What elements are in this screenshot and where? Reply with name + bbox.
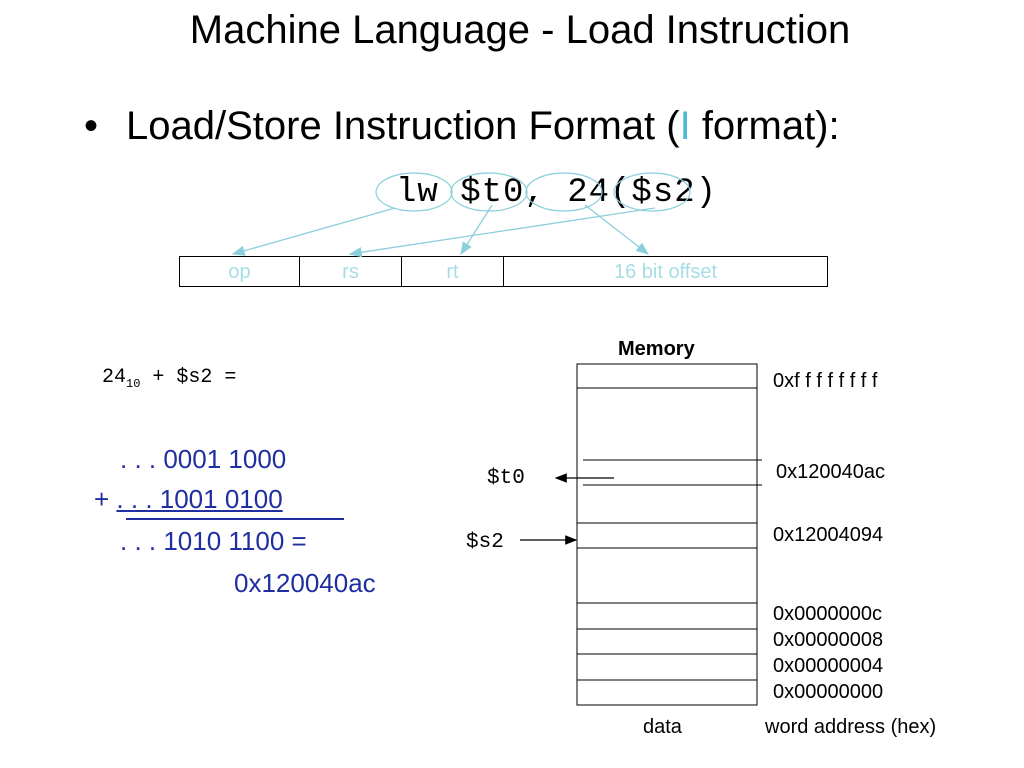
sum-base: 24 [102, 366, 127, 389]
ellipse-24 [525, 172, 603, 212]
ellipse-lw [375, 172, 453, 212]
bullet-text-after: format): [690, 104, 840, 148]
field-rt: rt [402, 257, 504, 286]
bullet-format-letter: I [679, 104, 691, 148]
arrow-s2-to-rs [348, 207, 656, 258]
address-sum-expression: 2410 + $s2 = [102, 366, 236, 391]
address-c: 0x0000000c [773, 603, 882, 625]
register-s2-label: $s2 [466, 531, 504, 554]
caption-data: data [643, 716, 682, 738]
ellipse-t0 [450, 172, 528, 212]
bullet-load-store-format: • Load/Store Instruction Format (I format… [84, 104, 840, 149]
calc-plus: + [94, 484, 117, 514]
field-rs: rs [300, 257, 402, 286]
field-offset: 16 bit offset [613, 261, 718, 283]
address-t0: 0x120040ac [776, 461, 885, 483]
calc-line-2: + . . . 1001 0100 [94, 484, 283, 515]
address-8: 0x00000008 [773, 629, 884, 651]
arrow-lw-to-op [231, 207, 396, 256]
register-t0-label: $t0 [487, 467, 525, 490]
caption-word-address: word address (hex) [765, 716, 937, 738]
arrow-24-to-offset [584, 204, 650, 255]
address-top: 0xf f f f f f f f [773, 370, 878, 392]
ellipse-s2 [613, 172, 691, 212]
bullet-dot-icon: • [84, 104, 99, 148]
memory-title: Memory [618, 338, 695, 360]
calc-line-3: . . . 1010 1100 = [120, 526, 307, 556]
field-op: op [180, 257, 300, 286]
calc-addend: . . . 1001 0100 [116, 484, 283, 514]
arrow-t0-to-rt [460, 204, 493, 256]
memory-column [576, 363, 758, 706]
instruction-format-box: op rs rt 16 bit offset [179, 256, 828, 287]
address-4: 0x00000004 [773, 655, 884, 677]
calc-result: 0x120040ac [234, 568, 376, 598]
instruction-text: lw $t0, 24($s2) [396, 174, 718, 212]
address-0: 0x00000000 [773, 681, 884, 703]
slide-title: Machine Language - Load Instruction [189, 8, 851, 52]
sum-rest: + $s2 = [140, 366, 237, 389]
address-s2: 0x12004094 [773, 524, 884, 546]
bullet-text-before: Load/Store Instruction Format ( [126, 104, 680, 148]
sum-base-subscript: 10 [126, 377, 141, 391]
calc-line-1: . . . 0001 1000 [120, 444, 287, 474]
